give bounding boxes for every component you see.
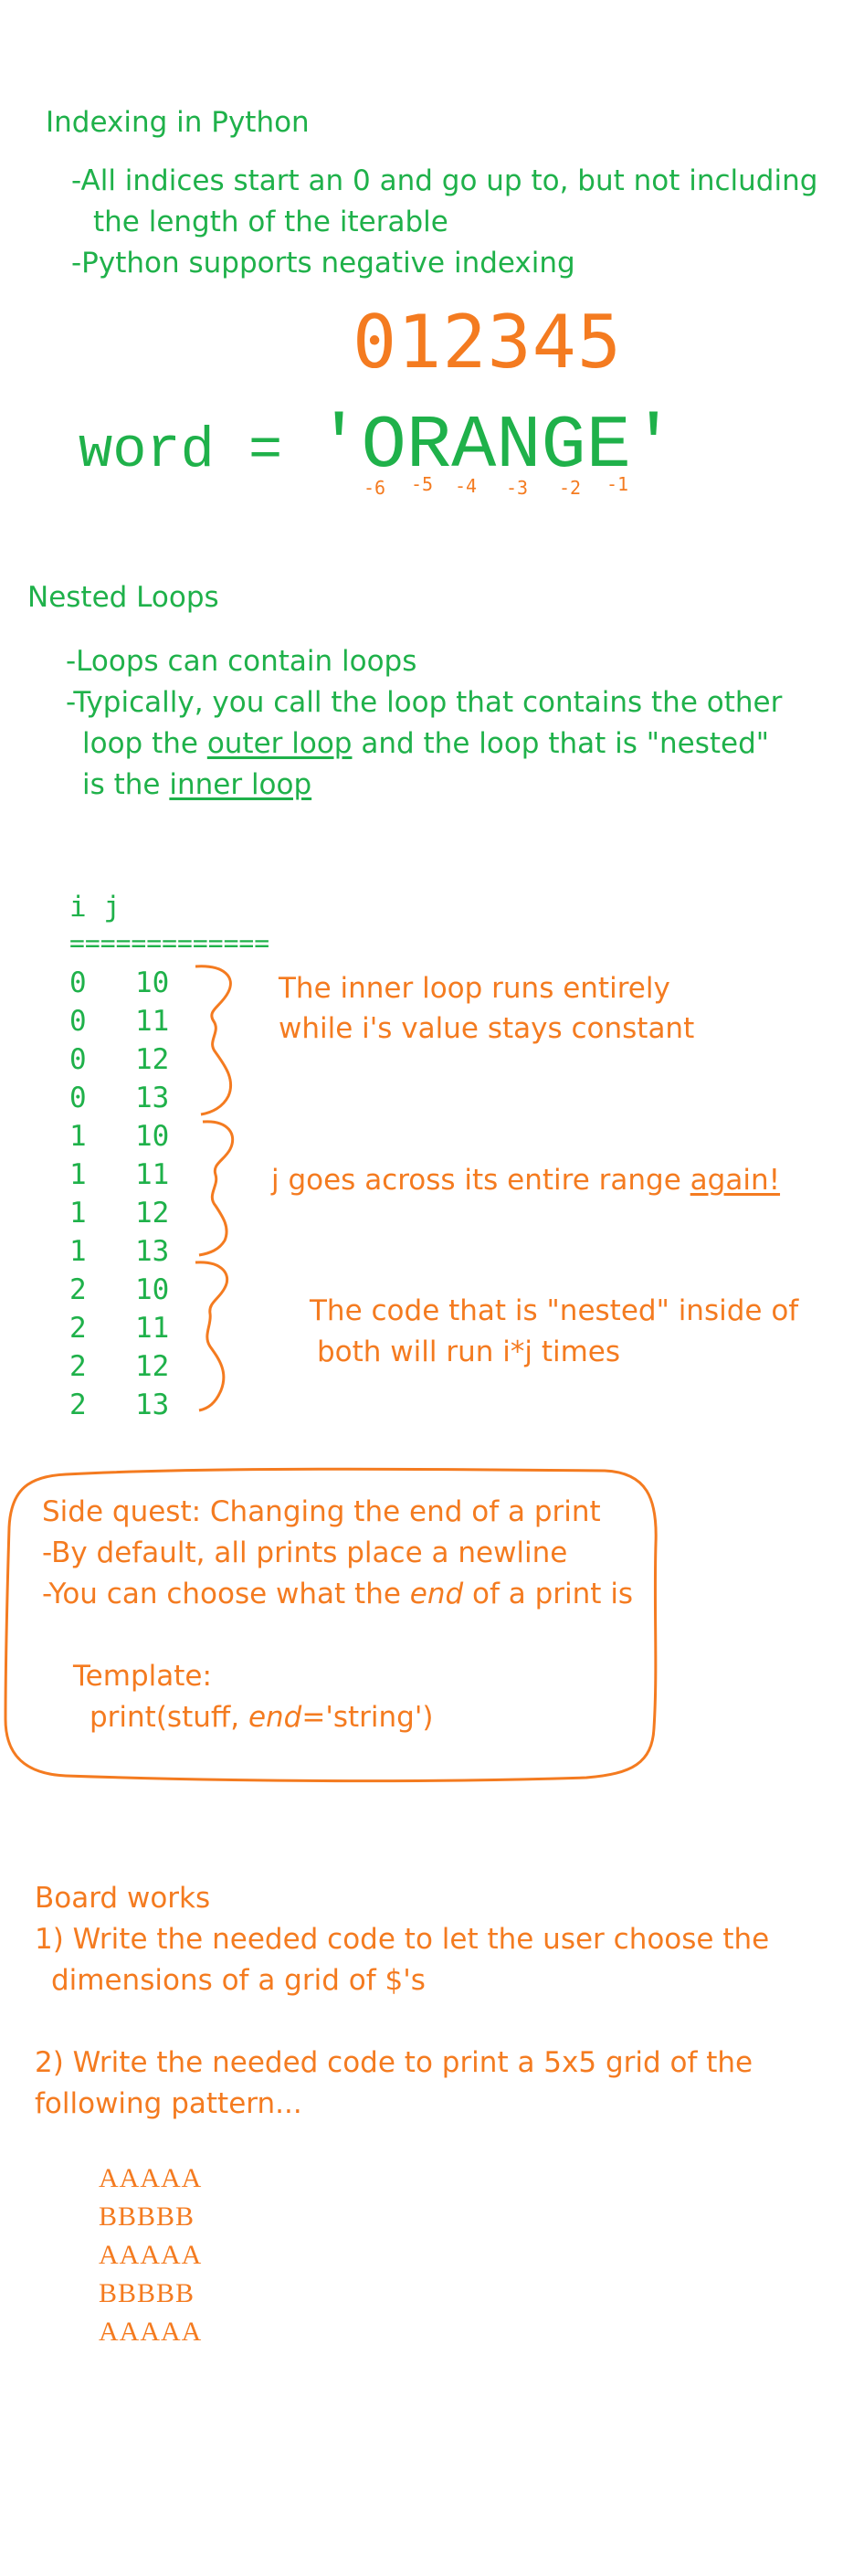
i-value: 1: [69, 1120, 87, 1153]
table-row: 1 12: [69, 1197, 169, 1230]
board-q2-line-2: following pattern...: [35, 2087, 302, 2120]
indexing-bullet-1-line-2: the length of the iterable: [93, 206, 448, 238]
j-value: 10: [135, 1120, 170, 1153]
board-works-title: Board works: [35, 1882, 211, 1915]
annotation-1-line-2: while i's value stays constant: [279, 1012, 695, 1045]
neg-index: -1: [606, 473, 629, 495]
board-q1-line-1: 1) Write the needed code to let the user…: [35, 1923, 770, 1956]
i-value: 0: [69, 1082, 87, 1114]
template-label: Template:: [73, 1660, 212, 1693]
i-value: 1: [69, 1235, 87, 1268]
nested-line-4: is the inner loop: [82, 766, 311, 803]
j-value: 13: [135, 1388, 170, 1421]
table-row: 2 13: [69, 1388, 169, 1421]
index-digits: 012345: [353, 300, 622, 385]
j-value: 11: [135, 1312, 170, 1345]
j-value: 11: [135, 1005, 170, 1038]
j-value: 12: [135, 1043, 170, 1076]
side-quest-box: [4, 1467, 658, 1783]
indexing-bullet-2: -Python supports negative indexing: [71, 247, 575, 280]
i-value: 1: [69, 1158, 87, 1191]
annotation-2-emphasis: again!: [690, 1164, 781, 1197]
word-string-literal: 'ORANGE': [316, 404, 677, 489]
table-row: 0 10: [69, 966, 169, 999]
table-row: 1 13: [69, 1235, 169, 1268]
table-row: 2 10: [69, 1273, 169, 1306]
j-value: 10: [135, 1273, 170, 1306]
pattern-row: AAAAA: [99, 2240, 203, 2270]
j-value: 12: [135, 1350, 170, 1383]
curly-braces: [195, 965, 235, 1412]
brace-1: [195, 965, 233, 1116]
pattern-row: AAAAA: [99, 2317, 203, 2347]
side-quest-end-word: end: [409, 1578, 464, 1610]
side-quest-line-2-pre: -You can choose what the: [42, 1578, 410, 1610]
neg-index: -6: [364, 477, 386, 499]
j-value: 11: [135, 1158, 170, 1191]
j-value: 10: [135, 966, 170, 999]
i-value: 2: [69, 1388, 87, 1421]
nested-line-2: -Typically, you call the loop that conta…: [66, 686, 783, 719]
side-quest-line-2-post: of a print is: [463, 1578, 634, 1610]
i-value: 0: [69, 1005, 87, 1038]
pattern-row: BBBBB: [99, 2201, 195, 2232]
board-q1-line-2: dimensions of a grid of $'s: [51, 1964, 426, 1997]
annotation-1-line-1: The inner loop runs entirely: [279, 972, 670, 1005]
neg-index: -2: [559, 477, 582, 499]
side-quest-line-1: -By default, all prints place a newline: [42, 1536, 568, 1569]
nested-line-3-pre: loop the: [82, 727, 207, 760]
table-header: i j: [69, 891, 121, 924]
pattern-row: BBBBB: [99, 2278, 195, 2308]
i-value: 0: [69, 1043, 87, 1076]
nested-line-3-post: and the loop that is "nested": [352, 727, 770, 760]
nested-line-4-pre: is the: [82, 768, 170, 801]
annotation-2-text: j goes across its entire range: [271, 1164, 690, 1197]
indexing-bullet-1-line-1: -All indices start an 0 and go up to, bu…: [71, 164, 818, 197]
brace-3: [195, 1261, 229, 1412]
template-code-pre: print(stuff,: [90, 1701, 248, 1734]
pattern-grid: AAAAA BBBBB AAAAA BBBBB AAAAA: [99, 2159, 202, 2351]
word-assignment: word = 'ORANGE': [79, 409, 676, 485]
neg-index: -4: [455, 475, 478, 497]
table-row: 0 13: [69, 1082, 169, 1114]
table-row: 0 12: [69, 1043, 169, 1076]
template-code-post: ='string'): [301, 1701, 434, 1734]
template-end-keyword: end: [248, 1701, 302, 1734]
inner-loop-term: inner loop: [169, 768, 312, 801]
j-value: 13: [135, 1235, 170, 1268]
j-value: 13: [135, 1082, 170, 1114]
outer-loop-term: outer loop: [206, 727, 353, 760]
table-row: 0 11: [69, 1005, 169, 1038]
template-code: print(stuff, end='string'): [90, 1699, 433, 1736]
table-row: 2 12: [69, 1350, 169, 1383]
i-value: 1: [69, 1197, 87, 1230]
word-variable: word =: [79, 418, 317, 483]
i-value: 2: [69, 1312, 87, 1345]
nested-loops-title: Nested Loops: [27, 581, 219, 614]
annotation-3-line-1: The code that is "nested" inside of: [310, 1294, 799, 1327]
board-q2-line-1: 2) Write the needed code to print a 5x5 …: [35, 2046, 753, 2079]
pattern-row: AAAAA: [99, 2163, 203, 2193]
j-value: 12: [135, 1197, 170, 1230]
indexing-title: Indexing in Python: [46, 106, 310, 139]
side-quest-line-2: -You can choose what the end of a print …: [42, 1576, 633, 1612]
nested-line-1: -Loops can contain loops: [66, 645, 417, 678]
i-value: 0: [69, 966, 87, 999]
table-row: 1 10: [69, 1120, 169, 1153]
neg-index: -5: [411, 473, 434, 495]
i-value: 2: [69, 1273, 87, 1306]
table-separator: =============: [69, 928, 270, 958]
neg-index: -3: [506, 477, 529, 499]
side-quest-title: Side quest: Changing the end of a print: [42, 1495, 601, 1528]
brace-2: [198, 1120, 235, 1257]
i-value: 2: [69, 1350, 87, 1383]
nested-line-3: loop the outer loop and the loop that is…: [82, 725, 769, 762]
annotation-2: j goes across its entire range again!: [271, 1162, 780, 1198]
annotation-3-line-2: both will run i*j times: [317, 1336, 621, 1368]
table-row: 2 11: [69, 1312, 169, 1345]
